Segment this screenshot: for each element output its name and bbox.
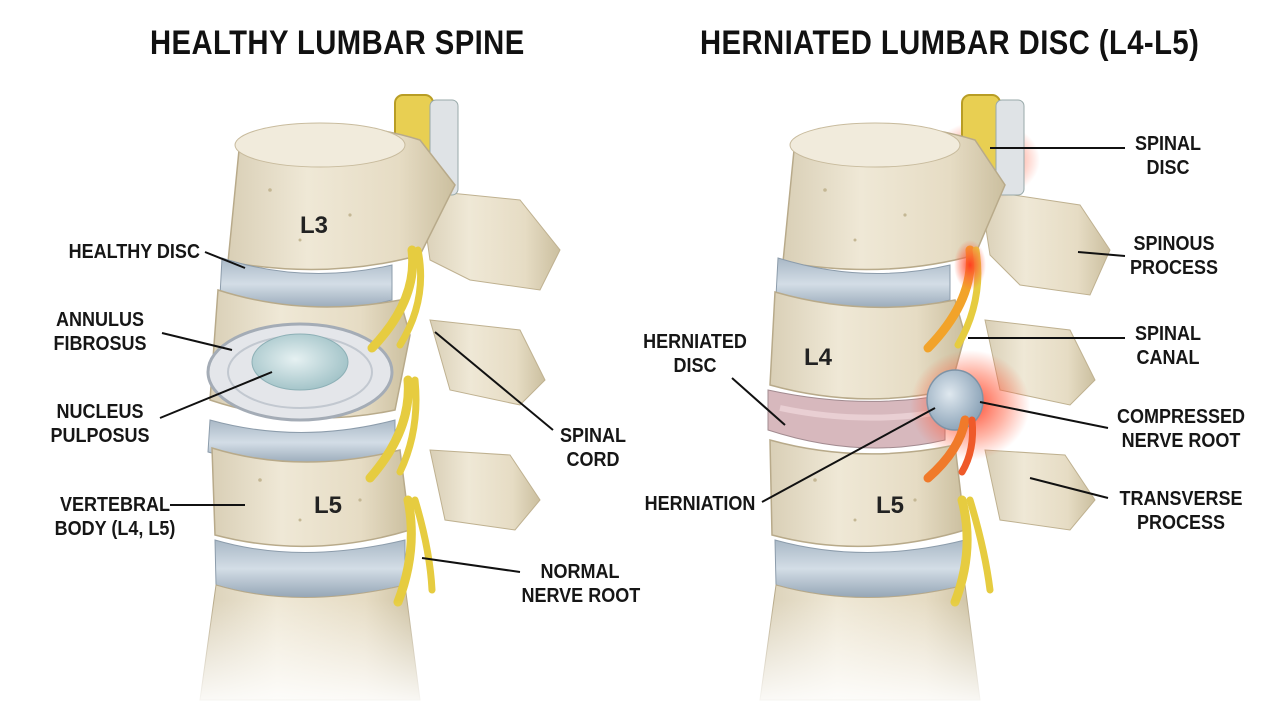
left-nerve-root-upper: [367, 245, 418, 353]
leader-lines: [159, 147, 1126, 573]
left-nerve-root-mid: [365, 375, 413, 483]
title-healthy-spine: HEALTHY LUMBAR SPINE: [150, 24, 525, 62]
left-spinous-process-lower: [429, 449, 541, 531]
vertebra-label-l4: L4: [804, 344, 833, 371]
left-spinous-process-upper: [419, 189, 561, 291]
right-transverse-process: [984, 449, 1096, 531]
right-compressed-nerve-root: [923, 415, 970, 483]
right-herniation-bulge: [926, 369, 984, 431]
left-nerve-root-lower: [393, 495, 416, 607]
right-spinous-process: [979, 189, 1111, 296]
vertebra-label-l5-right: L5: [876, 492, 905, 519]
label-healthy-disc: HEALTHY DISC: [68, 241, 200, 263]
left-bottom-disc: [214, 539, 406, 598]
right-bottom-disc: [774, 539, 966, 598]
label-herniation: HERNIATION: [644, 493, 756, 515]
right-spine: [759, 94, 1111, 701]
vertebra-label-l5-left: L5: [314, 492, 343, 519]
left-nucleus-pulposus: [251, 333, 349, 391]
vertebra-label-l3: L3: [300, 212, 329, 239]
right-vertebra-l5: [769, 439, 966, 548]
left-spinous-process-mid: [429, 319, 546, 406]
title-herniated-disc: HERNIATED LUMBAR DISC (L4-L5): [700, 24, 1200, 62]
